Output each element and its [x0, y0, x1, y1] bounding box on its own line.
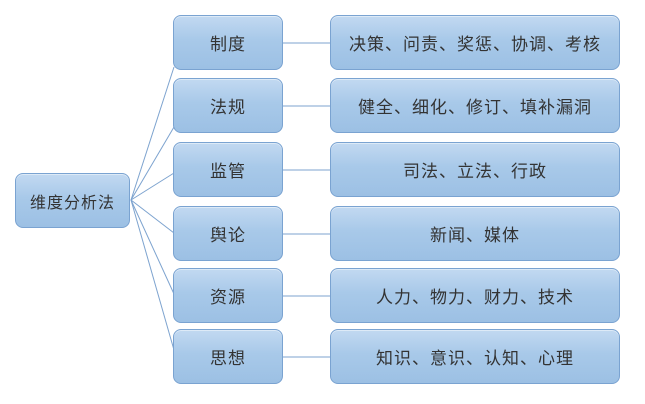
category-node-fagui: 法规 — [173, 78, 283, 133]
root-node-label: 维度分析法 — [29, 192, 115, 212]
category-node-zhidu: 制度 — [173, 15, 283, 70]
category-node-yulun: 舆论 — [173, 206, 283, 261]
connector-root-to-yulun — [130, 199, 175, 234]
detail-label: 司法、立法、行政 — [403, 162, 547, 182]
connector-root-to-fagui — [130, 126, 175, 201]
category-label: 思想 — [210, 349, 246, 369]
connector-root-to-jianguan — [130, 172, 175, 201]
connector-root-to-ziyuan — [130, 199, 175, 295]
detail-label: 人力、物力、财力、技术 — [376, 288, 574, 308]
detail-label: 决策、问责、奖惩、协调、考核 — [349, 35, 601, 55]
detail-node-ziyuan: 人力、物力、财力、技术 — [330, 268, 620, 323]
detail-node-yulun: 新闻、媒体 — [330, 206, 620, 261]
connector-root-to-sixiang — [130, 199, 175, 351]
category-label: 法规 — [210, 98, 246, 118]
category-node-jianguan: 监管 — [173, 142, 283, 197]
detail-label: 健全、细化、修订、填补漏洞 — [358, 98, 592, 118]
category-node-ziyuan: 资源 — [173, 268, 283, 323]
detail-node-sixiang: 知识、意识、认知、心理 — [330, 329, 620, 384]
category-label: 制度 — [210, 35, 246, 55]
detail-node-zhidu: 决策、问责、奖惩、协调、考核 — [330, 15, 620, 70]
detail-node-fagui: 健全、细化、修订、填补漏洞 — [330, 78, 620, 133]
category-node-sixiang: 思想 — [173, 329, 283, 384]
category-label: 资源 — [210, 288, 246, 308]
category-label: 舆论 — [210, 226, 246, 246]
detail-node-jianguan: 司法、立法、行政 — [330, 142, 620, 197]
category-label: 监管 — [210, 162, 246, 182]
detail-label: 新闻、媒体 — [430, 226, 520, 246]
detail-label: 知识、意识、认知、心理 — [376, 349, 574, 369]
root-node: 维度分析法 — [15, 173, 130, 228]
connector-root-to-zhidu — [130, 66, 175, 201]
